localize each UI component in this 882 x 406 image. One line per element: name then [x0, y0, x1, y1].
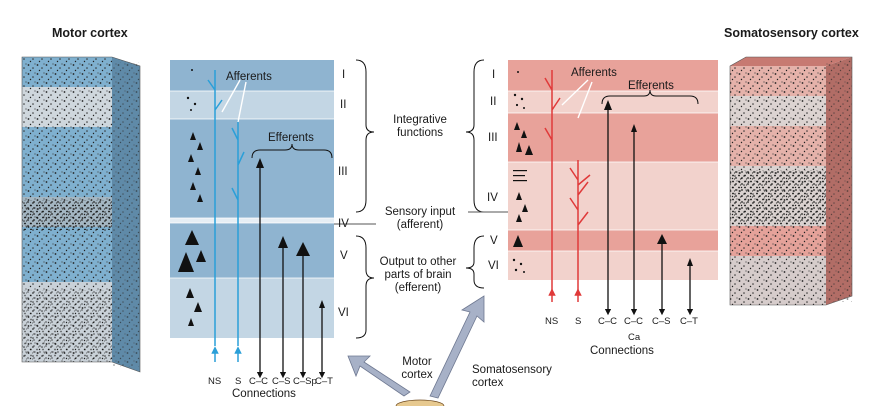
somato-layer-III: III	[488, 132, 498, 144]
motor-layer-III: III	[338, 166, 348, 178]
somato-conn-S: S	[575, 316, 582, 327]
somato-conn-NS: NS	[545, 316, 559, 327]
somatosensory-layer-panel	[465, 59, 718, 316]
motor-layer-VI: VI	[338, 307, 349, 319]
somato-afferents-label: Afferents	[571, 67, 617, 79]
motor-conn-CS: C–S	[272, 376, 291, 387]
somato-layer-II: II	[490, 96, 497, 108]
somato-layer-I: I	[492, 69, 496, 81]
motor-layer-II: II	[340, 99, 347, 111]
motor-conn-CC: C–C	[249, 376, 269, 387]
motor-cortex-title: Motor cortex	[52, 26, 128, 40]
motor-layer-panel	[170, 59, 376, 379]
motor-cortex-block	[21, 56, 141, 373]
output-label: Output to other parts of brain (efferent…	[379, 256, 457, 294]
motor-cortex-pointer-label: Motor cortex	[401, 356, 433, 381]
motor-conn-S: S	[235, 376, 242, 387]
somato-layer-V: V	[490, 235, 498, 247]
motor-conn-NS: NS	[208, 376, 222, 387]
somato-conn-CS: C–S	[652, 316, 671, 327]
motor-layer-V: V	[340, 250, 348, 262]
somatosensory-cortex-pointer-label: Somatosensory cortex	[472, 364, 552, 389]
somato-conn-CC1: C–C	[598, 316, 618, 327]
somatosensory-cortex-title: Somatosensory cortex	[724, 26, 859, 40]
brain-pointer-arrows	[347, 295, 485, 406]
motor-conn-CSp: C–Sp	[293, 376, 317, 387]
somato-layer-IV: IV	[487, 192, 498, 204]
motor-conn-CT: C–T	[315, 376, 333, 387]
somato-ca-label: Ca	[628, 332, 641, 343]
sensory-input-label: Sensory input (afferent)	[384, 206, 456, 231]
somato-connections-label: Connections	[590, 345, 654, 357]
integrative-functions-label: Integrative functions	[393, 114, 447, 139]
somato-layer-VI: VI	[488, 260, 499, 272]
somatosensory-cortex-block	[729, 56, 853, 306]
motor-layer-IV: IV	[338, 218, 349, 230]
motor-afferents-label: Afferents	[226, 71, 272, 83]
somato-conn-CC2: C–C	[624, 316, 644, 327]
motor-efferents-label: Efferents	[268, 132, 314, 144]
somato-efferents-label: Efferents	[628, 80, 674, 92]
motor-layer-I: I	[342, 69, 346, 81]
motor-connections-label: Connections	[232, 388, 296, 400]
somato-conn-CT: C–T	[680, 316, 698, 327]
